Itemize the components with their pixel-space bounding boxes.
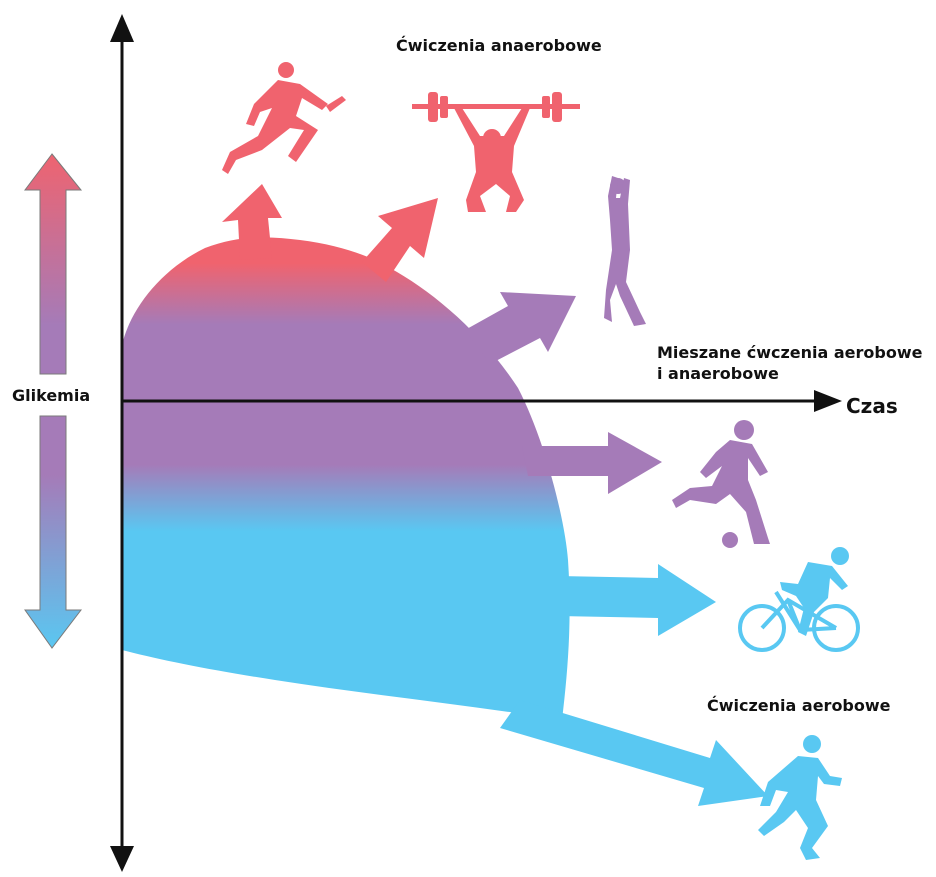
arrow-to-runner bbox=[500, 700, 768, 806]
arrow-to-cyclist bbox=[558, 564, 716, 636]
y-axis-bottom-arrowhead bbox=[110, 846, 134, 872]
cyclist-icon bbox=[740, 547, 858, 650]
soccer-player-icon bbox=[672, 420, 770, 548]
runner-icon bbox=[758, 735, 842, 860]
mixed-exercise-label-line2: i anaerobowe bbox=[657, 363, 922, 384]
weightlifter-icon bbox=[412, 92, 580, 212]
sprinter-icon bbox=[222, 62, 346, 174]
glycemia-axis-label: Glikemia bbox=[12, 386, 90, 405]
mixed-exercise-label: Mieszane ćwczenia aerobowe i anaerobowe bbox=[657, 342, 922, 384]
y-axis-top-arrowhead bbox=[110, 14, 134, 42]
anaerobic-exercise-label: Ćwiczenia anaerobowe bbox=[396, 36, 602, 55]
mixed-exercise-label-line1: Mieszane ćwczenia aerobowe bbox=[657, 342, 922, 363]
x-axis-arrowhead bbox=[814, 390, 842, 412]
basketball-player-icon bbox=[604, 176, 646, 326]
arrow-to-weightlifter bbox=[362, 198, 438, 282]
time-axis-label: Czas bbox=[846, 394, 898, 418]
glycemia-response-shape bbox=[122, 184, 768, 806]
aerobic-exercise-label: Ćwiczenia aerobowe bbox=[707, 696, 891, 715]
